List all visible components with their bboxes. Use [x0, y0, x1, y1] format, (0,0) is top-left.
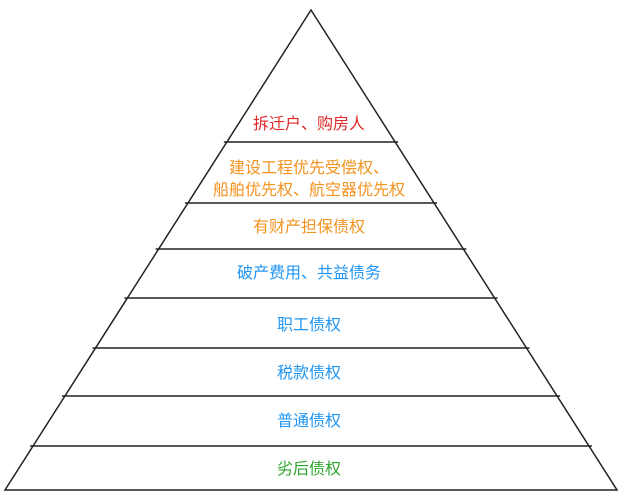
tier-label-line: 税款债权	[276, 363, 341, 382]
tier-label-line: 普通债权	[276, 411, 341, 430]
tier-label-line: 破产费用、共益债务	[236, 263, 381, 282]
tier-label-line: 拆迁户、购房人	[252, 114, 365, 133]
tier-label: 普通债权	[0, 410, 618, 432]
tier-label: 税款债权	[0, 362, 618, 384]
tier-label: 有财产担保债权	[0, 216, 618, 238]
tier-label: 职工债权	[0, 314, 618, 336]
tier-label: 建设工程优先受偿权、船舶优先权、航空器优先权	[0, 157, 618, 201]
pyramid-outline	[3, 8, 618, 491]
tier-label-line: 职工债权	[276, 315, 341, 334]
tier-label-line: 船舶优先权、航空器优先权	[212, 180, 405, 199]
tier-label-line: 有财产担保债权	[252, 217, 365, 236]
tier-label-line: 建设工程优先受偿权、	[228, 158, 389, 177]
tier-label-line: 劣后债权	[276, 459, 341, 478]
tier-label: 劣后债权	[0, 458, 618, 480]
tier-label: 拆迁户、购房人	[0, 113, 618, 135]
tier-label: 破产费用、共益债务	[0, 262, 618, 284]
